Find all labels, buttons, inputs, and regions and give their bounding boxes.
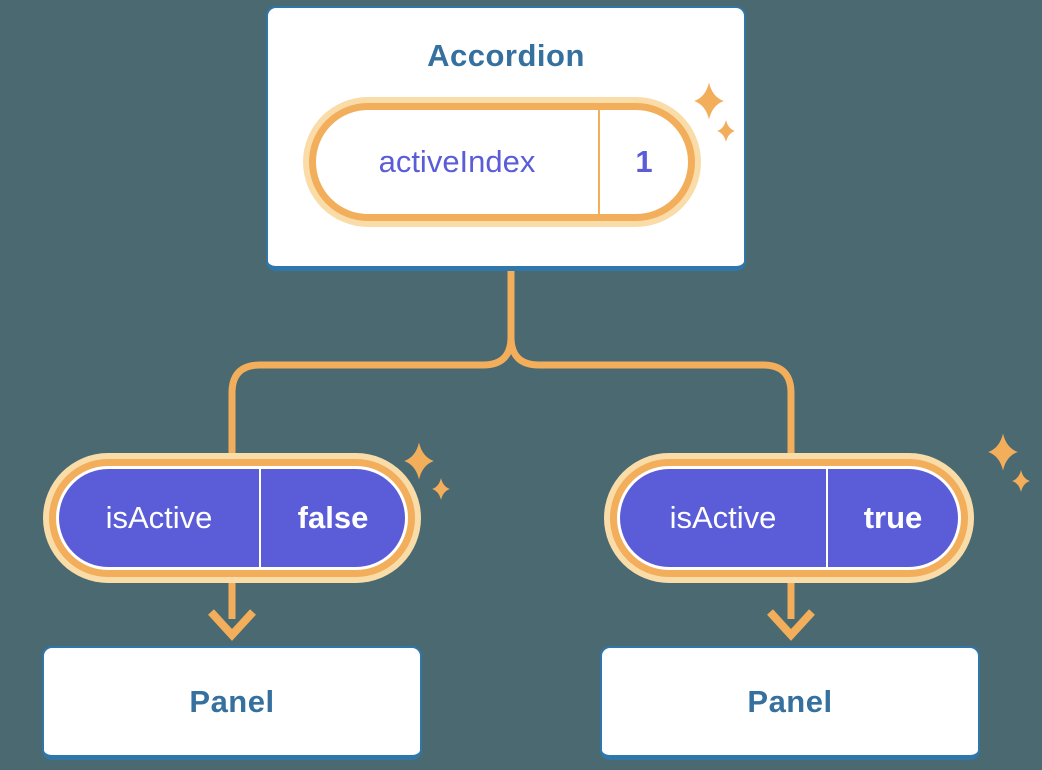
sparkle-icon — [988, 433, 1018, 471]
prop-value-left: false — [297, 500, 369, 535]
prop-pill-left: isActive false — [43, 453, 421, 583]
pill-divider — [598, 110, 600, 214]
state-pill: activeIndex 1 — [303, 97, 701, 227]
sparkle-icon — [1012, 470, 1030, 492]
accordion-title: Accordion — [427, 38, 585, 73]
state-value: 1 — [635, 144, 653, 179]
prop-pill-left-ring: isActive false — [49, 459, 415, 577]
arrowhead-left — [208, 609, 256, 641]
pill-divider — [826, 469, 828, 567]
prop-value-right: true — [863, 500, 923, 535]
sparkle-icon — [432, 478, 450, 500]
panel-title-right: Panel — [747, 683, 833, 719]
prop-key-left: isActive — [105, 500, 213, 535]
panel-component-box-right: Panel — [600, 646, 980, 760]
panel-component-box-left: Panel — [42, 646, 422, 760]
state-pill-ring: activeIndex 1 — [309, 103, 695, 221]
prop-key-right: isActive — [669, 500, 777, 535]
arrowhead-right — [767, 609, 815, 641]
prop-pill-right: isActive true — [604, 453, 974, 583]
sparkle-icon — [404, 442, 434, 480]
panel-title-left: Panel — [189, 683, 275, 719]
prop-pill-left-body: isActive false — [59, 469, 405, 567]
prop-pill-right-ring: isActive true — [610, 459, 968, 577]
state-key: activeIndex — [378, 144, 536, 179]
prop-pill-right-body: isActive true — [620, 469, 958, 567]
